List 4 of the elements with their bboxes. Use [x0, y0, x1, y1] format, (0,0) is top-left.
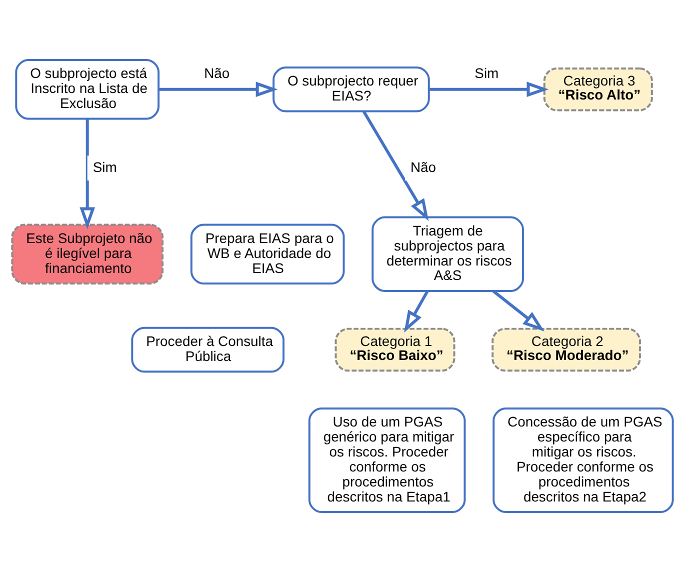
edge-label: Não	[204, 64, 230, 81]
edge-label: Não	[410, 158, 436, 175]
edge-label: Sim	[474, 64, 499, 81]
edge-label: Sim	[92, 158, 117, 175]
